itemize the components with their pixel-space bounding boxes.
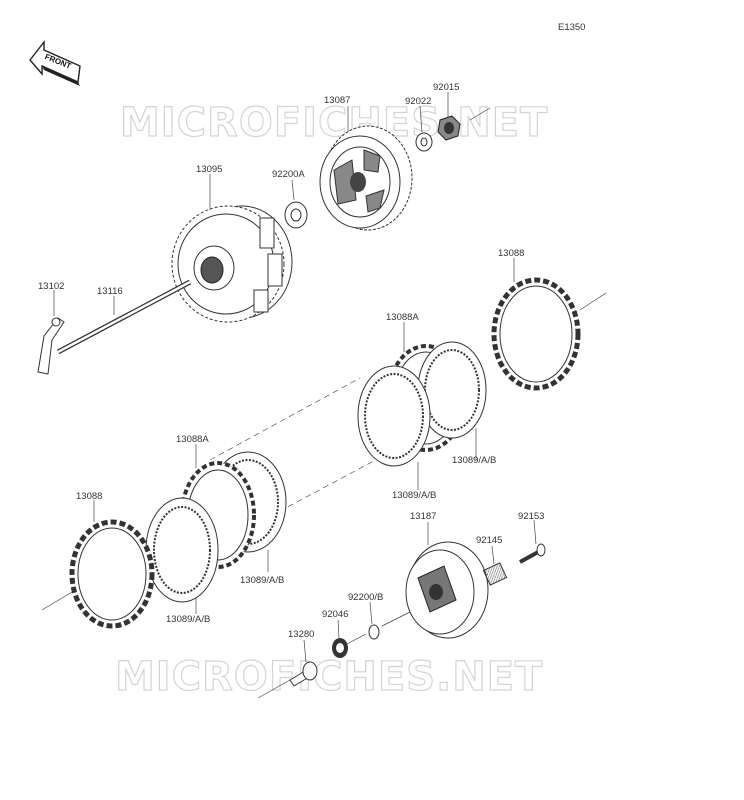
label-92200b: 92200/B xyxy=(348,592,383,603)
nut-92015 xyxy=(437,115,461,141)
label-92145: 92145 xyxy=(476,535,502,546)
watermark-bottom: MICROFICHES.NET xyxy=(115,654,543,700)
label-13088-right: 13088 xyxy=(498,248,524,259)
part-labels: 13087 92022 92015 13095 92200A 13102 131… xyxy=(38,82,544,640)
label-13187: 13187 xyxy=(410,511,436,522)
bolt-92153 xyxy=(519,543,546,564)
label-13116: 13116 xyxy=(97,286,123,297)
clutch-housing-gear xyxy=(319,125,413,231)
pressure-plate xyxy=(405,541,489,639)
label-92022: 92022 xyxy=(405,96,431,107)
washer-92200b xyxy=(368,624,380,640)
leader-lines xyxy=(53,92,537,663)
watermark-top: MICROFICHES.NET xyxy=(120,100,548,146)
label-13088-left: 13088 xyxy=(76,491,102,502)
clutch-hub xyxy=(171,205,293,323)
label-13089-right-lower: 13089/A/B xyxy=(392,490,436,501)
label-13089-left-lower: 13089/A/B xyxy=(166,614,210,625)
front-arrow-icon: FRONT xyxy=(29,39,81,86)
label-13102: 13102 xyxy=(38,281,64,292)
label-92046: 92046 xyxy=(322,609,348,620)
bearing-92046 xyxy=(332,638,348,658)
label-13088a-right: 13088A xyxy=(386,312,419,323)
friction-plate-13088-left xyxy=(69,519,155,629)
push-rod xyxy=(56,279,192,355)
steel-plate-13089-right-upper xyxy=(417,341,487,439)
clutch-spring xyxy=(482,562,508,586)
friction-plate-13088-right xyxy=(491,277,581,391)
label-13280: 13280 xyxy=(288,629,314,640)
label-92153: 92153 xyxy=(518,511,544,522)
label-13088a-left: 13088A xyxy=(176,434,209,445)
steel-plate-13089-left-lower xyxy=(145,497,219,603)
label-13089-left-upper: 13089/A/B xyxy=(240,575,284,586)
label-13095: 13095 xyxy=(196,164,222,175)
label-92015: 92015 xyxy=(433,82,459,93)
label-92200a: 92200A xyxy=(272,169,305,180)
steel-plate-13089-right-lower xyxy=(357,365,431,467)
diagram-code: E1350 xyxy=(558,22,585,33)
push-piece-13280 xyxy=(289,661,318,687)
label-13087: 13087 xyxy=(324,95,350,106)
clutch-lever xyxy=(37,317,65,375)
label-13089-right-upper: 13089/A/B xyxy=(452,455,496,466)
